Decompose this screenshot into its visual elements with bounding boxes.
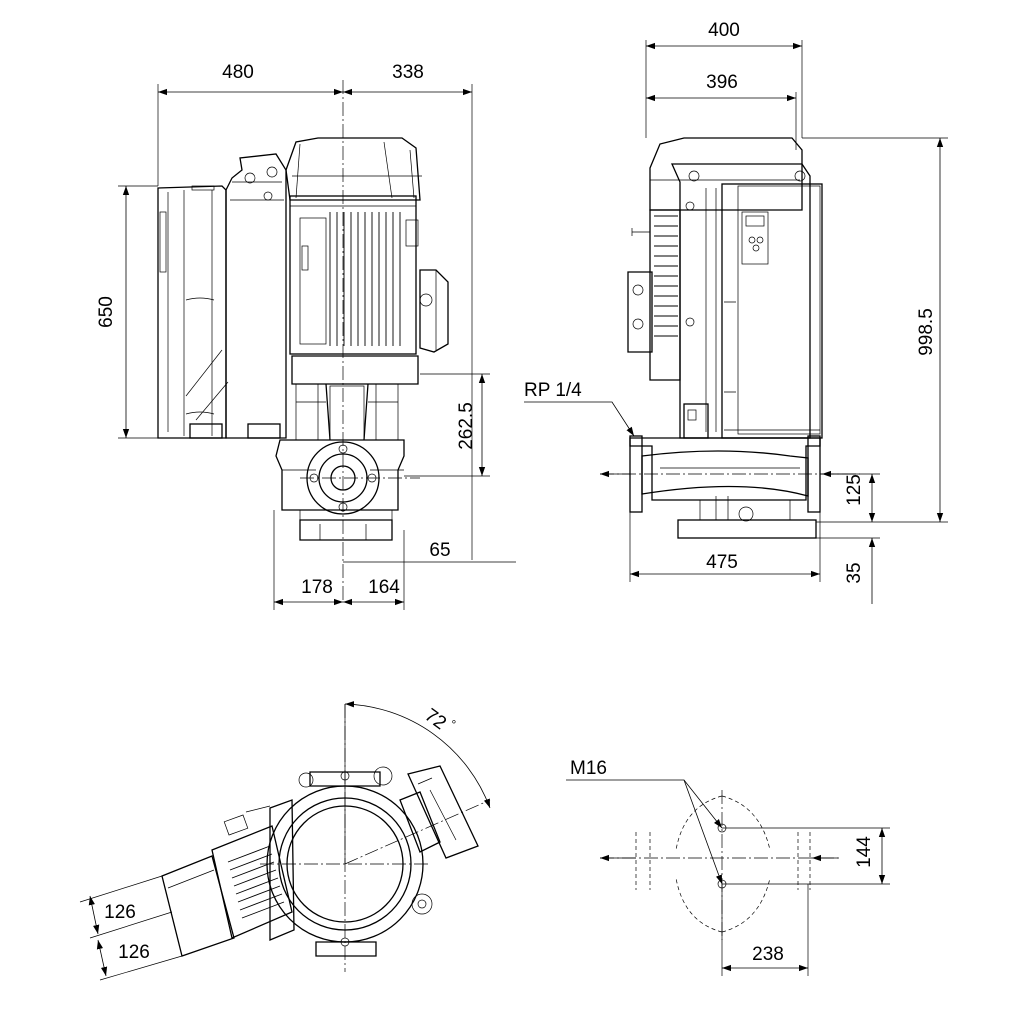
dim-base-right: 164	[368, 577, 400, 598]
front-view	[118, 80, 516, 610]
dim-connection: RP 1/4	[524, 380, 582, 401]
dim-side-total-height: 998.5	[916, 308, 937, 356]
top-view	[79, 701, 491, 981]
dim-bolt-spacing-y: 144	[854, 836, 875, 868]
dim-side-width-outer: 400	[708, 20, 740, 41]
dim-bolt-thread: M16	[570, 758, 607, 779]
dim-rotation-angle: 72 °	[421, 705, 459, 734]
dim-rotation-angle-value: 72	[421, 705, 450, 734]
side-view	[524, 40, 948, 604]
dim-flange-height: 125	[844, 474, 865, 506]
base-plate-view	[566, 779, 890, 976]
dim-front-width-right: 338	[392, 62, 424, 83]
dim-motor-offset-bottom: 126	[118, 942, 150, 963]
dim-base-height: 35	[844, 562, 865, 583]
dim-motor-offset-top: 126	[104, 902, 136, 923]
dim-side-width-inner: 396	[706, 72, 738, 93]
dim-front-height: 650	[96, 296, 117, 328]
dim-base-left: 178	[301, 577, 333, 598]
dim-front-width-left: 480	[222, 62, 254, 83]
dim-base-offset: 65	[429, 540, 450, 561]
dim-bolt-spacing-x: 238	[752, 944, 784, 965]
dim-pump-axis-height: 262.5	[456, 402, 477, 450]
dim-flange-length: 475	[706, 552, 738, 573]
